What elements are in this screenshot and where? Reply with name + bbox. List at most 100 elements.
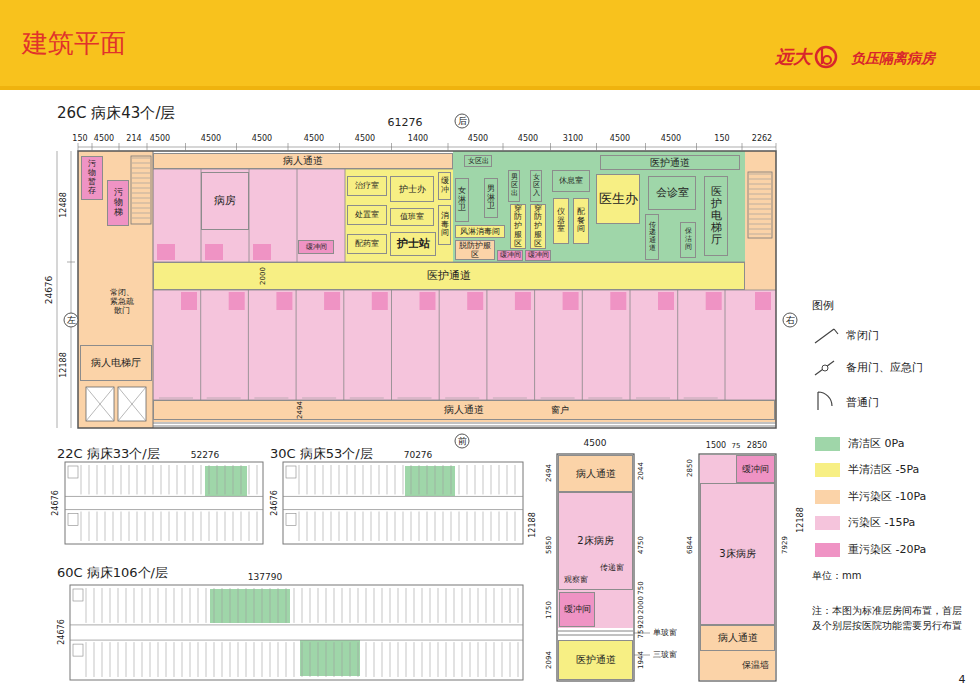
dimension-tick — [185, 143, 186, 151]
stair-tread — [749, 214, 771, 215]
mini-room-line — [318, 588, 319, 623]
mini-room-line — [382, 588, 383, 623]
mini-room-line — [102, 588, 103, 623]
mini-corridor-line — [283, 509, 523, 510]
room-name: 污物梯 — [114, 188, 123, 218]
mini-corridor-line — [283, 496, 523, 497]
legend-swatch — [815, 490, 840, 504]
dimension-label: 4500 — [201, 134, 221, 143]
bed-line — [684, 398, 718, 399]
mini-room-line — [262, 588, 263, 623]
buffer-room — [276, 292, 292, 310]
room-box: 女区出 — [464, 155, 492, 167]
mini-room-line — [366, 588, 367, 623]
room-box: 缓冲 — [438, 172, 451, 200]
mini-room-line — [491, 512, 492, 541]
mini-room-line — [86, 588, 87, 623]
mini-room-line — [454, 588, 455, 623]
mini-plan-outline — [70, 585, 523, 680]
mini-room-line — [302, 642, 303, 677]
mini-room-line — [118, 588, 119, 623]
mini-room-line — [126, 588, 127, 623]
mini-room-line — [398, 588, 399, 623]
mini-corridor-line — [70, 624, 523, 625]
window-line — [558, 635, 633, 636]
mini-room-line — [363, 465, 364, 494]
mini-room-line — [217, 465, 218, 494]
mini-room-line — [190, 642, 191, 677]
window-line — [153, 426, 776, 427]
mini-room-line — [214, 642, 215, 677]
text-label: 负压隔离病房 — [851, 50, 935, 66]
mini-room-line — [475, 512, 476, 541]
mini-room-line — [169, 512, 170, 541]
wall-line — [725, 290, 726, 400]
stair-tread — [132, 188, 150, 189]
room-box: 消毒间 — [438, 205, 451, 245]
window-line — [153, 423, 776, 424]
mini-room-line — [150, 588, 151, 623]
zone-fill — [558, 590, 633, 628]
room-box: 病人通道 — [153, 153, 453, 169]
stair-tread — [132, 193, 150, 194]
mini-room-line — [230, 588, 231, 623]
mini-room-line — [97, 512, 98, 541]
mini-room-line — [374, 642, 375, 677]
stair — [748, 172, 772, 238]
mini-elevator — [68, 514, 78, 526]
room-box: 保洁间 — [680, 222, 696, 258]
mini-room-line — [422, 588, 423, 623]
mini-stair — [286, 466, 296, 478]
stair-tread — [749, 209, 771, 210]
buffer-room — [372, 292, 388, 310]
mini-room-line — [438, 642, 439, 677]
room-name: 配药室 — [355, 239, 379, 248]
mini-room-line — [238, 642, 239, 677]
mini-room-line — [174, 642, 175, 677]
mini-room-line — [491, 465, 492, 494]
legend-swatch — [815, 543, 840, 557]
mini-room-line — [110, 642, 111, 677]
mini-room-line — [470, 588, 471, 623]
stair-tread — [749, 224, 771, 225]
mini-room-line — [414, 642, 415, 677]
mini-room-line — [121, 465, 122, 494]
room-name: 保洁间 — [685, 228, 692, 251]
buffer-room — [755, 292, 771, 310]
room-box: 传递通道 — [645, 214, 659, 260]
mini-room-line — [134, 642, 135, 677]
logo-mark — [823, 56, 831, 64]
door-symbol — [822, 365, 828, 371]
dimension-label: 4500 — [518, 134, 538, 143]
mini-room-line — [158, 588, 159, 623]
mini-room-line — [374, 588, 375, 623]
mini-room-line — [89, 512, 90, 541]
mini-room-line — [371, 465, 372, 494]
text-label: 注：本图为标准层房间布置，首层及个别层按医院功能需要另行布置 — [812, 603, 967, 633]
mini-room-line — [270, 642, 271, 677]
mini-clean-zone — [300, 640, 360, 676]
mini-room-line — [326, 588, 327, 623]
mini-room-line — [209, 465, 210, 494]
mini-room-line — [470, 642, 471, 677]
bed-line — [588, 398, 622, 399]
elevator-cross — [86, 387, 114, 421]
stair-tread — [749, 174, 771, 175]
mini-room-line — [97, 465, 98, 494]
room-box: 医护通道 — [558, 640, 633, 680]
mini-room-line — [334, 588, 335, 623]
mini-room-line — [262, 642, 263, 677]
room-name: 医护通道 — [650, 157, 690, 169]
dimension-label: 1400 — [408, 134, 428, 143]
mini-room-line — [161, 465, 162, 494]
dimension-tick — [503, 143, 504, 151]
zone-fill — [453, 151, 745, 262]
stair-tread — [132, 173, 150, 174]
room-name: 缓冲间 — [742, 464, 769, 474]
mini-room-line — [507, 465, 508, 494]
mini-room-line — [233, 512, 234, 541]
mini-room-line — [395, 465, 396, 494]
room-box: 护士办 — [390, 176, 434, 202]
dimension-label: 52276 — [191, 450, 220, 460]
dimension-label: 24676 — [270, 490, 279, 515]
